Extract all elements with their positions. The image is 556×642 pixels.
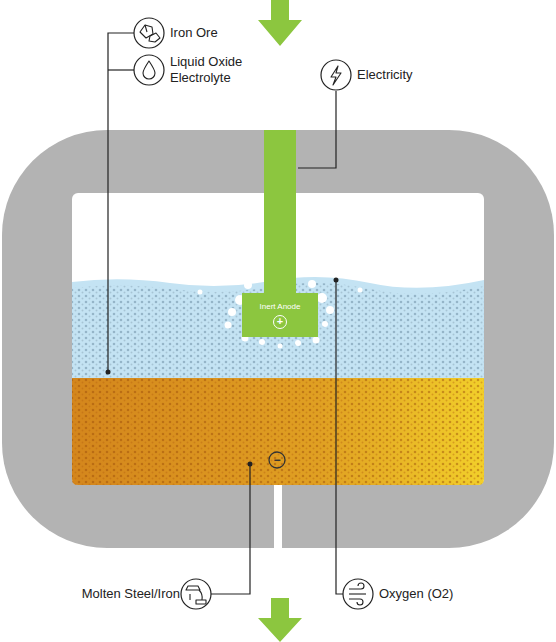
cathode-circle [269, 452, 285, 468]
leader-lines [108, 33, 343, 594]
oxygen-bubbles [198, 206, 374, 349]
callout-label: Molten Steel/Iron [20, 586, 180, 602]
leader-dot [248, 462, 253, 467]
polarity-sign: − [269, 453, 285, 467]
output-arrow [258, 598, 302, 642]
molten-layer [72, 378, 484, 485]
tap-slit [274, 484, 282, 550]
callout-label: Iron Ore [170, 25, 320, 41]
icon-glyphs [140, 25, 366, 605]
electrolyte-layer [72, 277, 484, 378]
molten-texture [72, 378, 484, 485]
anode-stem [264, 130, 296, 296]
callout-label: Oxygen (O2) [379, 586, 529, 602]
leader-dot [334, 278, 339, 283]
electrolyte-texture [72, 283, 484, 378]
leader-dot [106, 370, 111, 375]
polarity-sign: + [273, 315, 287, 329]
icon-circles [134, 18, 373, 609]
inert-anode: Inert Anode + [242, 293, 318, 337]
anode-label: Inert Anode [260, 302, 301, 312]
input-arrow [258, 0, 302, 46]
callout-label: Liquid Oxide Electrolyte [170, 54, 260, 86]
callout-label: Electricity [357, 67, 507, 83]
